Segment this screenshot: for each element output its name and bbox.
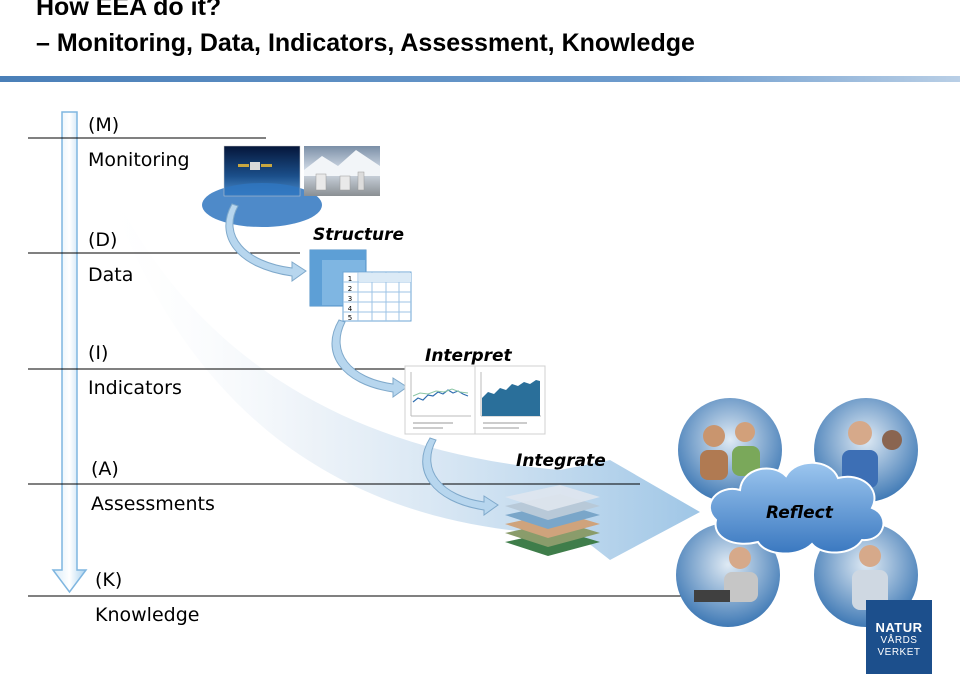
reflect-cloud [709, 461, 885, 555]
curved-arrow-monitoring-data [225, 203, 307, 282]
naturvardsverket-logo: NATUR VÅRDS VERKET [866, 600, 932, 674]
level-name-indicators: Indicators [88, 377, 182, 399]
table-row-number: 3 [348, 295, 352, 303]
level-code-data: (D) [88, 229, 118, 251]
level-name-assessments: Assessments [91, 493, 215, 515]
title-underline [0, 76, 960, 82]
curved-arrow-indicators-assessments [422, 437, 499, 516]
page-subtitle: – Monitoring, Data, Indicators, Assessme… [36, 29, 695, 57]
data-table-icon: 1 2 3 4 5 [309, 249, 412, 322]
curved-arrow-data-indicators [331, 319, 408, 398]
satellite-photo [202, 145, 322, 227]
indicator-area-chart-thumbnail [474, 365, 546, 435]
table-row-number: 1 [348, 275, 352, 283]
table-row-number: 2 [348, 285, 352, 293]
level-name-knowledge: Knowledge [95, 604, 200, 626]
step-reflect: Reflect [766, 503, 833, 523]
page-title: How EEA do it? [36, 0, 222, 21]
step-interpret: Interpret [425, 346, 512, 366]
indicator-line-chart-thumbnail [404, 365, 476, 435]
main-sweep-arrow [95, 150, 700, 560]
vertical-progress-arrow [51, 111, 88, 594]
step-structure: Structure [313, 225, 405, 245]
level-name-data: Data [88, 264, 134, 286]
weather-station-photo [304, 146, 380, 196]
level-code-monitoring: (M) [88, 114, 120, 136]
level-code-assessments: (A) [91, 458, 119, 480]
table-row-number: 5 [348, 314, 352, 322]
logo-line-1: NATUR [875, 620, 923, 635]
logo-line-2: VÅRDS [880, 635, 918, 646]
logo-line-3: VERKET [877, 647, 921, 658]
level-code-indicators: (I) [88, 342, 109, 364]
photo-businessmen [814, 398, 918, 502]
map-layer-stack [505, 485, 600, 556]
level-name-monitoring: Monitoring [88, 149, 190, 171]
level-code-knowledge: (K) [95, 569, 123, 591]
step-integrate: Integrate [516, 451, 606, 471]
photo-field-workers [676, 523, 780, 627]
table-row-number: 4 [348, 305, 353, 313]
